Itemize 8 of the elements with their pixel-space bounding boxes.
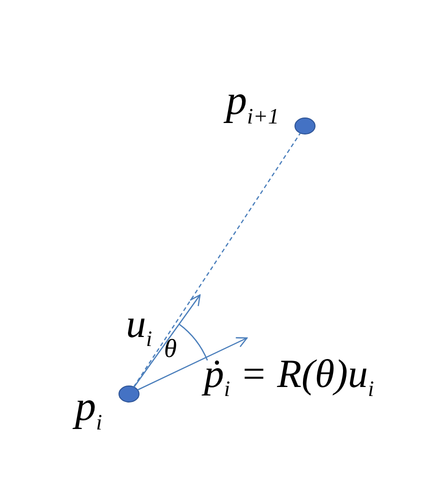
angle-label: θ [164, 336, 177, 362]
vector-arrow [134, 294, 201, 388]
point-label: p$_{i}$ [75, 386, 102, 434]
vector-label: u$_{i}$ [126, 304, 152, 350]
vector-arrow [137, 337, 248, 390]
equation-label: ṗ$_{i}$ = R(θ)u$_{i}$ [204, 354, 374, 400]
point-label: p$_{i+1}$ [226, 80, 279, 128]
dashed-line [133, 132, 301, 388]
